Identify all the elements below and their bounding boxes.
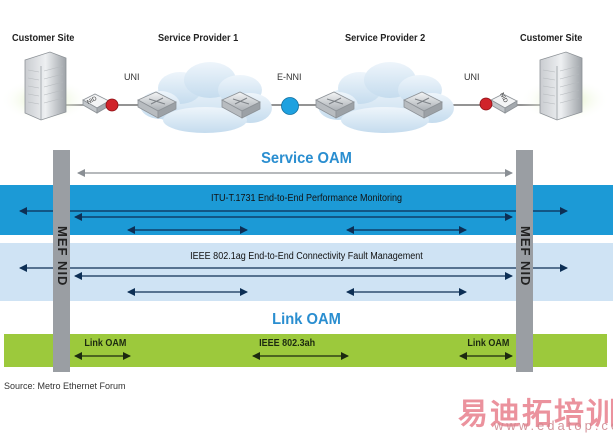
provider-1-cloud-icon: [140, 62, 272, 133]
itu-title: ITU-T.1731 End-to-End Performance Monito…: [210, 193, 403, 204]
service-oam-title: Service OAM: [261, 150, 352, 167]
customer-building-left-icon: [24, 51, 67, 121]
customer-site-left-label: Customer Site: [12, 33, 75, 44]
uni-left-label: UNI: [124, 72, 140, 82]
mef-nid-bar-right: [516, 150, 533, 372]
uni-right-label: UNI: [464, 72, 480, 82]
source-caption: Source: Metro Ethernet Forum: [4, 381, 126, 391]
mef-nid-right-label: MEF NID: [518, 226, 533, 287]
watermark-url: www.edatop.com: [494, 418, 613, 433]
switch-4-icon: [403, 91, 443, 119]
customer-building-right-icon: [539, 51, 583, 121]
ieee-ah-label: IEEE 802.3ah: [259, 338, 316, 349]
uni-right-point-icon: [479, 97, 493, 111]
mef-nid-left-label: MEF NID: [55, 226, 70, 287]
uni-left-point-icon: [105, 98, 119, 112]
switch-1-icon: [137, 91, 177, 119]
customer-site-right-label: Customer Site: [520, 33, 583, 44]
mef-nid-bar-left: [53, 150, 70, 372]
nid-box-right-icon: [490, 93, 518, 114]
enni-label: E-NNI: [277, 72, 302, 82]
watermark-chinese: 易迪拓培训: [458, 398, 613, 431]
link-oam-right-label: Link OAM: [467, 338, 510, 349]
service-provider-2-label: Service Provider 2: [345, 33, 426, 44]
service-provider-1-label: Service Provider 1: [158, 33, 239, 44]
ieee-cfm-title: IEEE 802.1ag End-to-End Connectivity Fau…: [190, 251, 423, 262]
link-oam-band: [4, 334, 607, 367]
switch-2-icon: [221, 91, 261, 119]
link-oam-title: Link OAM: [272, 311, 341, 328]
switch-3-icon: [315, 91, 355, 119]
link-oam-left-label: Link OAM: [84, 338, 127, 349]
enni-point-icon: [281, 97, 299, 115]
